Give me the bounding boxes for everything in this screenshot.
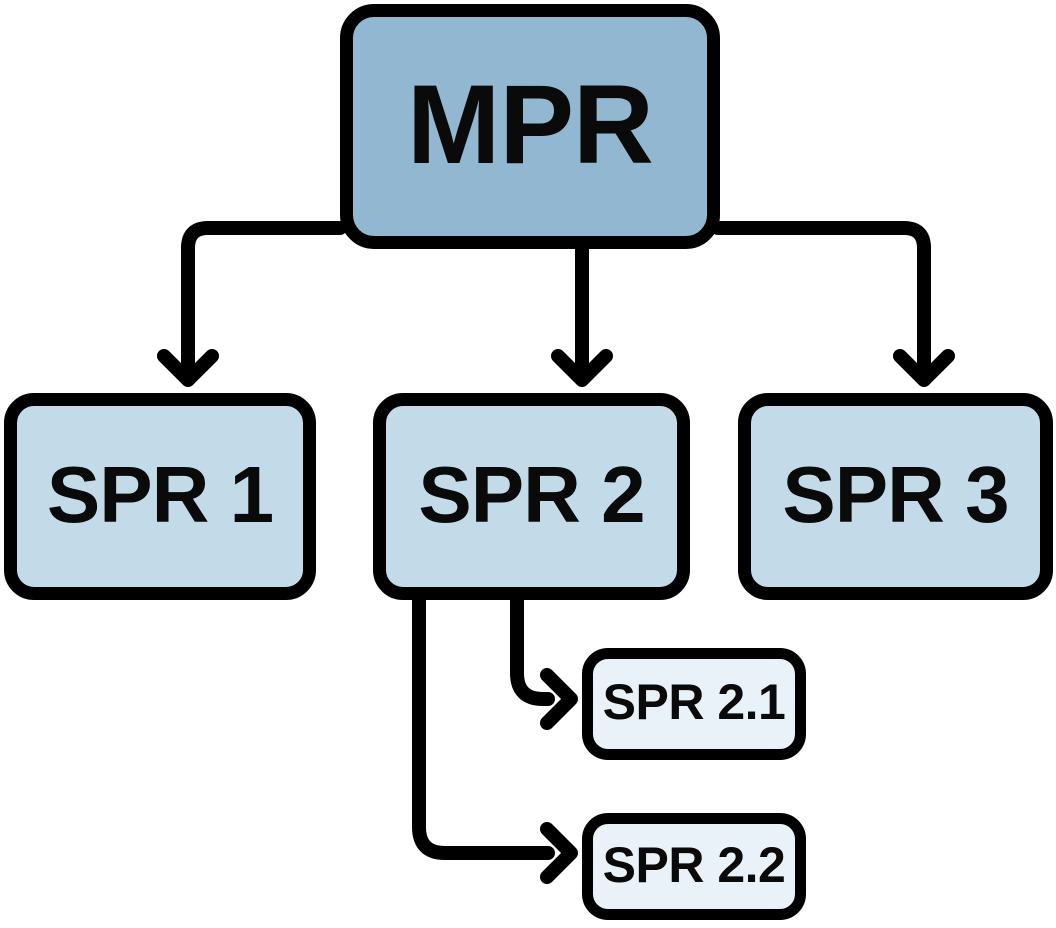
edge-mpr-spr3-line	[711, 221, 931, 375]
edge-mpr-spr1-arrowhead-icon	[157, 349, 219, 387]
edge-mpr-spr1-line	[181, 221, 347, 375]
edge-spr2-spr22-arrowhead-icon	[540, 822, 578, 884]
node-mpr: MPR	[340, 4, 720, 249]
node-spr2-label: SPR 2	[418, 449, 645, 539]
edge-mpr-spr2-arrowhead-icon	[551, 349, 613, 387]
node-spr3: SPR 3	[738, 393, 1053, 600]
node-mpr-label: MPR	[407, 61, 654, 187]
edge-spr2-spr22-line	[412, 591, 555, 860]
node-spr22: SPR 2.2	[582, 813, 806, 920]
node-spr2: SPR 2	[373, 393, 690, 600]
edge-spr2-spr21-arrowhead-icon	[540, 668, 578, 730]
node-spr21: SPR 2.1	[582, 648, 806, 760]
node-spr22-label: SPR 2.2	[602, 836, 786, 893]
edge-spr2-spr21-line	[510, 591, 555, 706]
edge-mpr-spr3-arrowhead-icon	[893, 349, 955, 387]
node-spr3-label: SPR 3	[782, 449, 1009, 539]
node-spr21-label: SPR 2.1	[602, 674, 786, 730]
node-spr1-label: SPR 1	[46, 449, 274, 539]
node-spr1: SPR 1	[4, 393, 316, 600]
